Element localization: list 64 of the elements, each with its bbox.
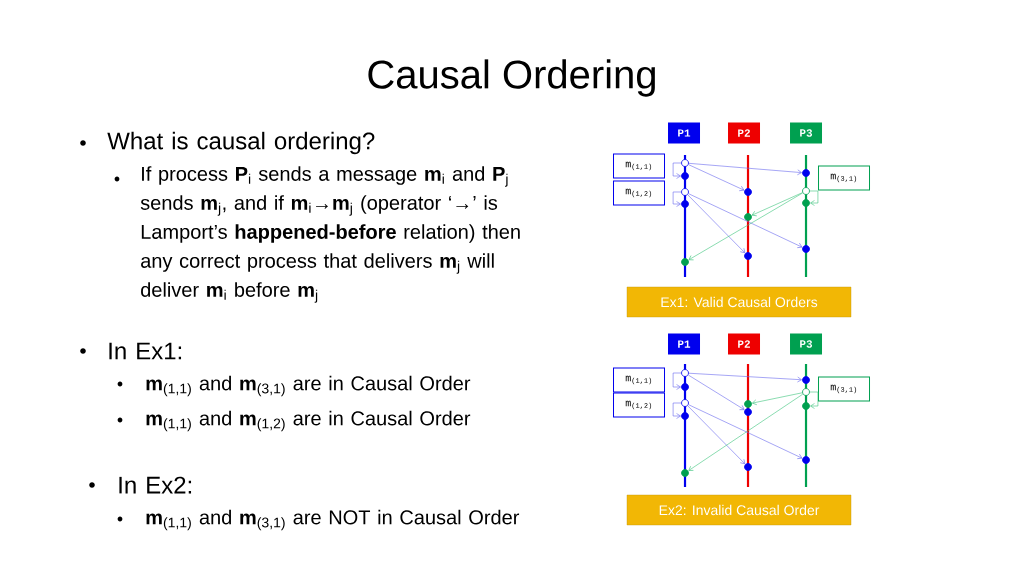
message-arrow [672,191,682,207]
title: Causal Ordering [368,59,655,97]
message-arrow [687,194,746,254]
delivery-event [744,252,752,260]
bullet-text: In Ex2: [119,476,192,494]
message-box: m$_{(1,1)}$ [613,153,665,179]
message-box: m$_{(3,1)}$ [818,165,870,191]
delivery-event [681,412,689,420]
message-arrow [688,374,745,410]
bullet-text: m$_{(1,1)}$ and m$_{(3,1)}$ are NOT in Causal Order [146,509,520,531]
process-label: P3 [790,122,822,144]
delivery-event [802,169,810,177]
delivery-event [802,402,810,410]
message-arrow [688,193,803,248]
message-arrow [688,163,802,176]
delivery-event [802,199,810,207]
caption-band: Ex2: Invalid Causal Order [626,494,852,526]
bullet-text: What is causal ordering? [107,131,375,155]
caption-band: Ex1: Valid Causal Orders [626,286,852,318]
process-label: P2 [728,333,760,355]
delivery-event [681,172,689,180]
message-box: m$_{(1,2)}$ [613,392,665,418]
message-arrow [809,391,819,409]
process-label: P3 [790,333,822,355]
bullet-text: In Ex1: [109,342,182,360]
message-arrow [688,393,804,471]
delivery-event [744,463,752,471]
delivery-event [802,245,810,253]
process-label: P1 [668,122,700,144]
delivery-event [744,408,752,416]
message-arrow [672,402,682,419]
message-arrow [688,164,745,192]
bullet-text: If process P$_{i}$ sends a message m$_{i}$ and P$_{j}$ sends m$_{j}$, and if m$_{i}$→m$_{j}$ (operator ‘→’ is Lamport’s happened-before relation) then any correct process that delivers m$_{j}$ will deliver m$_{i}$ before m$_{j}$ [140,166,520,303]
delivery-event [681,383,689,391]
delivery-event [744,188,752,196]
message-box: m$_{(1,1)}$ [613,367,665,393]
delivery-event [681,469,689,477]
send-event [681,369,689,377]
delivery-event [744,400,752,408]
bullet-text: m$_{(1,1)}$ and m$_{(3,1)}$ are in Causal Order [146,375,471,397]
delivery-event [802,376,810,384]
message-box: m$_{(3,1)}$ [818,376,870,402]
message-arrow [688,192,803,261]
message-arrow [688,372,802,383]
message-arrow [751,192,803,217]
send-event [681,188,689,196]
message-arrow [752,392,803,406]
send-event [802,187,810,195]
send-event [802,388,810,396]
message-arrow [687,405,746,465]
bullet-text: m$_{(1,1)}$ and m$_{(1,2)}$ are in Causal Order [146,410,471,432]
message-arrow [672,372,682,390]
message-box: m$_{(1,2)}$ [613,180,665,206]
message-arrow [672,162,682,179]
send-event [681,159,689,167]
delivery-event [744,213,752,221]
delivery-event [681,200,689,208]
process-label: P1 [668,333,700,355]
process-label: P2 [728,122,760,144]
delivery-event [681,258,689,266]
send-event [681,399,689,407]
message-arrow [688,404,803,459]
delivery-event [802,456,810,464]
message-arrow [809,190,819,206]
